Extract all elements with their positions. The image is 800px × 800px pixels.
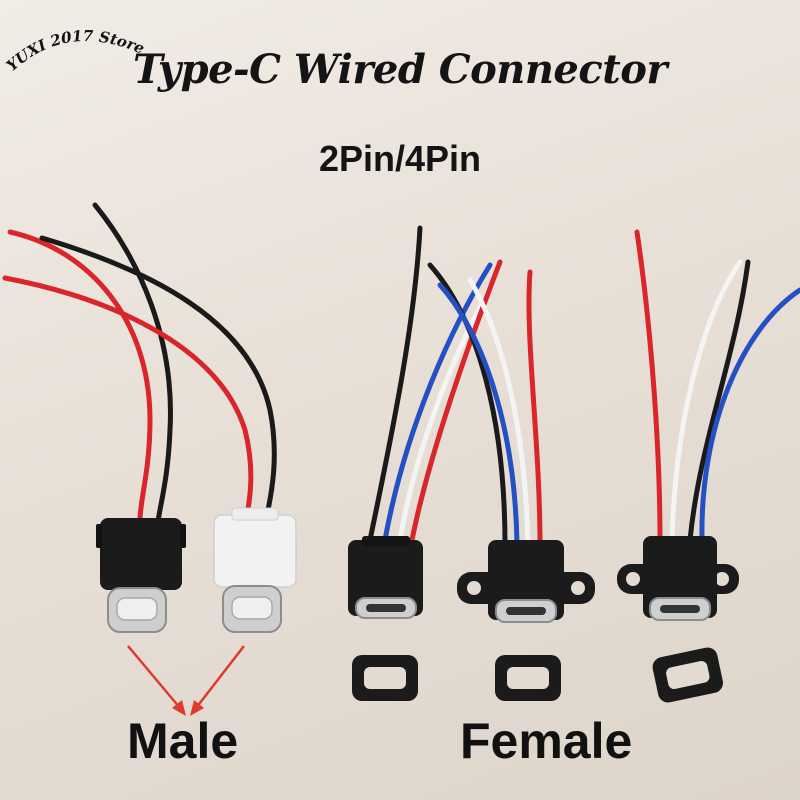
wire-red: [526, 269, 543, 548]
wire-black: [92, 202, 173, 525]
female-connector-flanged: [457, 540, 595, 701]
wire-blue: [699, 287, 800, 543]
female-wires-2: [427, 262, 543, 548]
wire-blue: [437, 282, 520, 548]
wire-red: [634, 229, 663, 543]
wire-black: [367, 225, 423, 543]
male-pointer-arrows: [127, 645, 245, 716]
wire-red: [2, 275, 254, 523]
wire-black: [39, 235, 277, 523]
product-title: Type-C Wired Connector: [133, 46, 667, 93]
wire-white: [467, 277, 531, 548]
wire-white: [669, 259, 743, 543]
female-wires-3: [634, 229, 800, 543]
wire-white: [397, 282, 495, 543]
male-label: Male: [127, 713, 239, 769]
wire-red: [409, 259, 503, 543]
wire-black: [427, 262, 508, 548]
pin-variant-subtitle: 2Pin/4Pin: [318, 138, 482, 179]
store-watermark: YUXI 2017 Store: [3, 27, 147, 75]
male-connector-white: [213, 507, 297, 633]
male-connector-black: [96, 518, 186, 633]
female-connector-ears: [617, 536, 739, 703]
wire-black: [687, 259, 751, 543]
wire-red: [7, 229, 153, 523]
female-label: Female: [460, 713, 633, 769]
male-wires: [2, 202, 277, 525]
female-connector-plain: [348, 536, 423, 701]
